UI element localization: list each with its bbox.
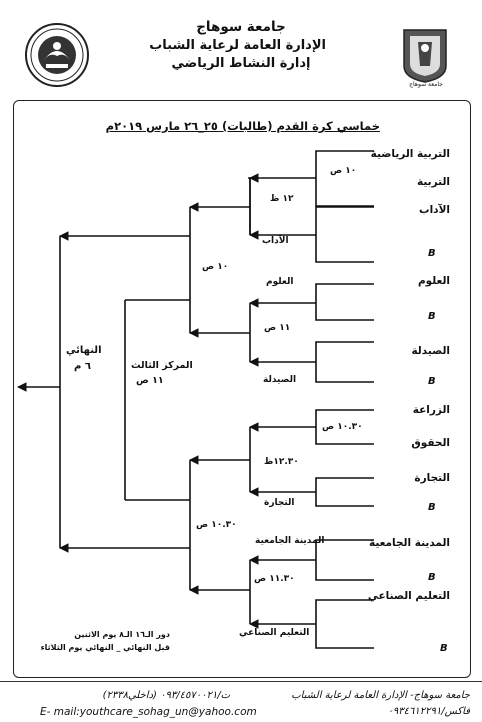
header-line-2: الإدارة العامة لرعاية الشباب [149,38,326,53]
final-time: ٦ م [74,361,91,372]
r2-m2-winner: العلوم [266,277,294,287]
r1-pair-d [315,341,374,383]
r1-m2-time: ١٠.٣٠ ص [322,422,363,432]
schedule-note-1: دور الـ١٦ الـ٨ يوم الاثنين [74,630,170,639]
r2-m1-winner: الآداب [262,236,289,246]
team-9: المدينة الجامعية [368,537,450,549]
r1-pair-f [315,477,374,507]
r2-m2-loser: الصيدلة [263,375,297,385]
r1-pair-h [315,599,374,649]
final-label: النهائي [66,345,102,356]
footer-fax: فاكس/٠٩٣٤٦١٢٢٩١ [387,706,470,717]
footer-phone: ت/٠٩٣/٤٥٧٠٠٢١ (داخلي٢٣٣٨) [102,690,230,701]
r3-m1-time: ١٠ ص [202,262,229,272]
team-1: التربية الرياضية [370,148,450,160]
r2-m4-loser: التعليم الصناعي [239,628,310,638]
bracket-frame [13,100,471,678]
r1-pair-a [315,150,374,207]
bye-1: B [428,248,436,259]
team-8: التجارة [414,472,450,484]
footer-address: جامعة سوهاج- الإدارة العامة لرعاية الشبا… [291,690,470,701]
r1-pair-c [315,283,374,321]
header-line-3: إدارة النشاط الرياضي [171,56,311,71]
r2-m4-time: ١١.٣٠ ص [254,574,295,584]
youth-care-logo [24,22,90,88]
team-10: التعليم الصناعي [367,590,450,602]
bye-2: B [428,311,436,322]
r1-pair-b [315,206,374,263]
header-line-1: جامعة سوهاج [196,19,286,35]
logo-caption: جامعة سوهاج [409,81,443,88]
r2-m3-time: ١٢.٣٠ظ [264,457,299,467]
footer-divider [0,681,482,682]
bye-4: B [428,502,436,513]
schedule-note-2: قبل النهائي _ النهائي يوم الثلاثاء [40,643,170,652]
r2-m1-time: ١٢ ظ [270,194,294,204]
footer-email: E- mail:youthcare_sohag_un@yahoo.com [40,706,257,718]
team-7: الحقوق [411,437,450,449]
r2-m3-winner: التجارة [264,498,295,508]
bye-5: B [428,572,436,583]
sohag-university-logo: جامعة سوهاج [400,26,450,88]
team-4: العلوم [417,275,450,287]
tournament-title: خماسي كرة القدم (طالبات) ٢٥_٢٦ مارس ٢٠١٩… [105,119,380,133]
r2-m4-winner: المدينة الجامعية [255,536,325,546]
team-2: التربية [417,176,450,188]
r1-pair-g [315,539,374,581]
team-6: الزراعة [412,404,450,416]
r2-m2-time: ١١ ص [264,323,291,333]
r1-m1-time: ١٠ ص [330,166,357,176]
r3-m2-time: ١٠.٣٠ ص [196,520,237,530]
bye-6: B [440,643,448,654]
third-place-time: ١١ ص [136,375,164,386]
team-3: الآداب [419,204,450,216]
third-place-label: المركز الثالث [131,360,193,371]
bye-3: B [428,376,436,387]
team-5: الصيدلة [411,345,450,357]
